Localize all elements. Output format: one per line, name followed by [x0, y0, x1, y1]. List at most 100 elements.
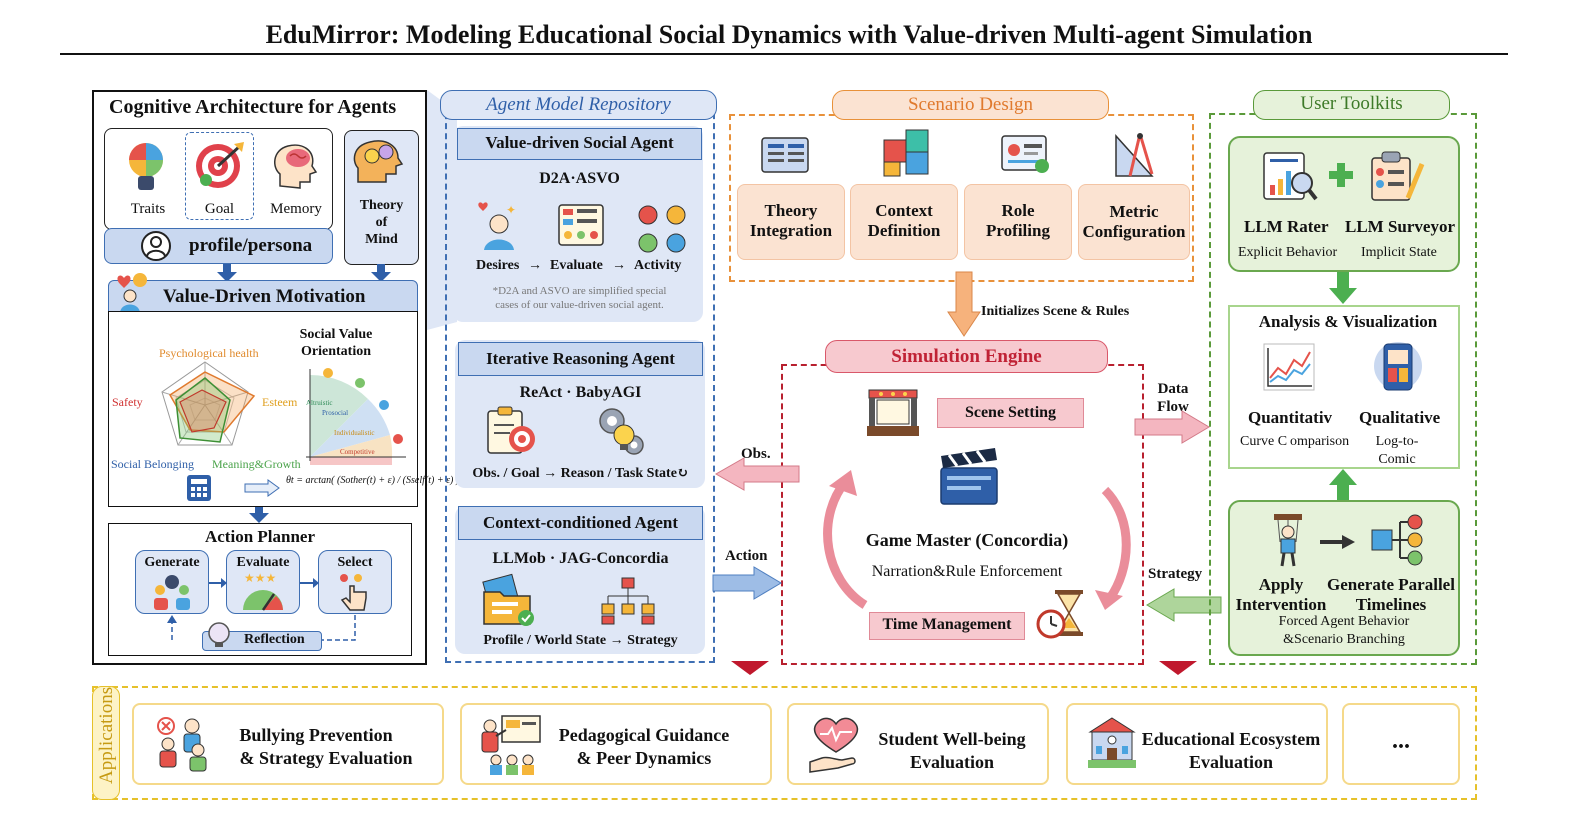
llm-rater-label: LLM Rater — [1244, 217, 1329, 236]
evaluate-board-icon — [558, 204, 604, 246]
profile-card-icon — [1001, 135, 1049, 173]
heart-hand-icon — [809, 717, 859, 773]
value-agent-title: Value-driven Social Agent — [485, 133, 674, 152]
qualitative-label: Qualitative — [1359, 408, 1441, 427]
data-flow-label-2: Flow — [1157, 399, 1189, 415]
applications-side-tab — [92, 686, 120, 800]
scenario-metric-2: Configuration — [1082, 222, 1186, 241]
evaluate-flow-label: Evaluate — [550, 258, 603, 273]
scenario-role-1: Role — [1001, 201, 1035, 220]
value-agent-header — [457, 128, 702, 160]
calculator-icon — [187, 475, 211, 501]
radar-label-left: Safety — [112, 395, 143, 409]
context-agent-subtitle: LLMob · JAG-Concordia — [492, 550, 669, 567]
arrow-right-outline-icon — [244, 479, 280, 497]
team-people-icon — [154, 575, 190, 610]
activity-icons-icon — [638, 205, 686, 253]
scenario-context-1: Context — [875, 201, 933, 220]
hand-pointer-icon — [340, 574, 367, 611]
value-agent-note-1: *D2A and ASVO are simplified special — [492, 285, 667, 297]
page-title: EduMirror: Modeling Educational Social D… — [265, 20, 1313, 49]
branching-timeline-icon — [1371, 514, 1423, 566]
clipboard-target-icon — [487, 406, 535, 454]
survey-clipboard-icon — [1371, 151, 1425, 201]
goal-label: Goal — [204, 201, 235, 217]
radar-label-bottom-left: Social Belonging — [111, 457, 194, 471]
llm-surveyor-sub: Implicit State — [1361, 245, 1437, 260]
app-bullying-2: & Strategy Evaluation — [239, 748, 413, 768]
app-card-more — [1342, 703, 1460, 785]
desires-label: Desires — [476, 258, 520, 273]
app-wellbeing-1: Student Well-being — [878, 729, 1026, 749]
teacher-board-icon — [481, 715, 541, 775]
flow-arrow-2: → — [612, 258, 626, 273]
triangle-down-icon — [731, 661, 769, 675]
applications-side-label: Applications — [96, 686, 117, 784]
scene-setting-label: Scene Setting — [964, 404, 1057, 421]
action-planner-title: Action Planner — [204, 527, 316, 546]
apply-label-1: Apply — [1258, 575, 1304, 594]
svo-formula: θt = arctan( (Sother(t) + ε) / (Sself(t)… — [286, 475, 460, 486]
app-ecosystem-2: Evaluation — [1188, 752, 1274, 772]
app-pedagogical-1: Pedagogical Guidance — [558, 725, 730, 745]
title-underline — [60, 53, 1508, 55]
svg-text:Competitive: Competitive — [340, 448, 375, 456]
scenario-theory-1: Theory — [764, 201, 818, 220]
line-chart-icon — [1263, 343, 1315, 391]
forced-behavior-1: Forced Agent Behavior — [1278, 614, 1410, 629]
narration-label: Narration&Rule Enforcement — [871, 563, 1063, 580]
ruler-compass-icon — [1115, 133, 1154, 177]
iterative-agent-title: Iterative Reasoning Agent — [486, 349, 675, 368]
scenario-card-role — [964, 184, 1072, 260]
iterative-agent-header — [458, 342, 703, 376]
arrow-down-icon — [249, 507, 269, 523]
gear-bulb-icon — [599, 408, 644, 455]
desire-person-icon: ✦ — [478, 202, 516, 250]
svo-title-1: Social Value — [299, 327, 373, 342]
reflection-label: Reflection — [244, 632, 305, 647]
triangle-down-icon — [1159, 661, 1197, 675]
arrow-right-icon — [1320, 535, 1355, 549]
app-more-ellipsis: ... — [1392, 728, 1410, 754]
repository-title: Agent Model Repository — [486, 94, 671, 115]
scenario-context-2: Definition — [867, 221, 941, 240]
generate-timelines-2: Timelines — [1355, 595, 1427, 614]
evaluate-label: Evaluate — [236, 555, 290, 570]
app-ecosystem-1: Educational Ecosystem — [1141, 729, 1321, 749]
engine-tab — [825, 340, 1108, 373]
clapperboard-icon — [940, 448, 998, 505]
app-bullying-1: Bullying Prevention — [239, 725, 393, 745]
motivation-title: Value-Driven Motivation — [163, 286, 366, 307]
people-values-icon — [117, 273, 147, 312]
toolkits-title: User Toolkits — [1300, 93, 1403, 114]
forced-behavior-2: &Scenario Branching — [1283, 632, 1405, 647]
scene-setting-pill — [937, 398, 1084, 428]
scenario-metric-1: Metric — [1109, 202, 1159, 221]
scenario-tab — [832, 90, 1109, 120]
toolkits-tab — [1253, 90, 1450, 120]
iterative-agent-subtitle: ReAct · BabyAGI — [519, 384, 642, 401]
quantitative-label: Quantitativ — [1248, 408, 1333, 427]
svg-text:★★★: ★★★ — [244, 571, 276, 585]
time-management-pill — [869, 612, 1025, 640]
svg-text:Altruistic: Altruistic — [306, 399, 332, 407]
theory-label-3: Mind — [365, 232, 398, 247]
scenario-card-context — [850, 184, 958, 260]
comic-phone-icon — [1374, 342, 1422, 391]
puzzle-pieces-icon — [883, 129, 929, 177]
action-arrow-right-icon — [712, 566, 782, 600]
target-goal-icon — [196, 142, 244, 188]
scenario-card-theory — [737, 184, 845, 260]
zoom-connector — [427, 90, 457, 330]
engine-title: Simulation Engine — [891, 346, 1042, 367]
qualitative-sub-1: Log-to- — [1375, 434, 1419, 449]
scenario-card-metric — [1078, 184, 1190, 260]
org-chart-icon — [601, 577, 655, 625]
data-flow-label-1: Data — [1157, 381, 1189, 397]
user-avatar-icon — [141, 231, 171, 261]
quantitative-sub-b: omparison — [1290, 434, 1350, 449]
action-planner-box — [108, 523, 412, 656]
memory-label: Memory — [270, 201, 322, 217]
app-wellbeing-2: Evaluation — [909, 752, 995, 772]
cycle-arrows — [823, 470, 1131, 610]
